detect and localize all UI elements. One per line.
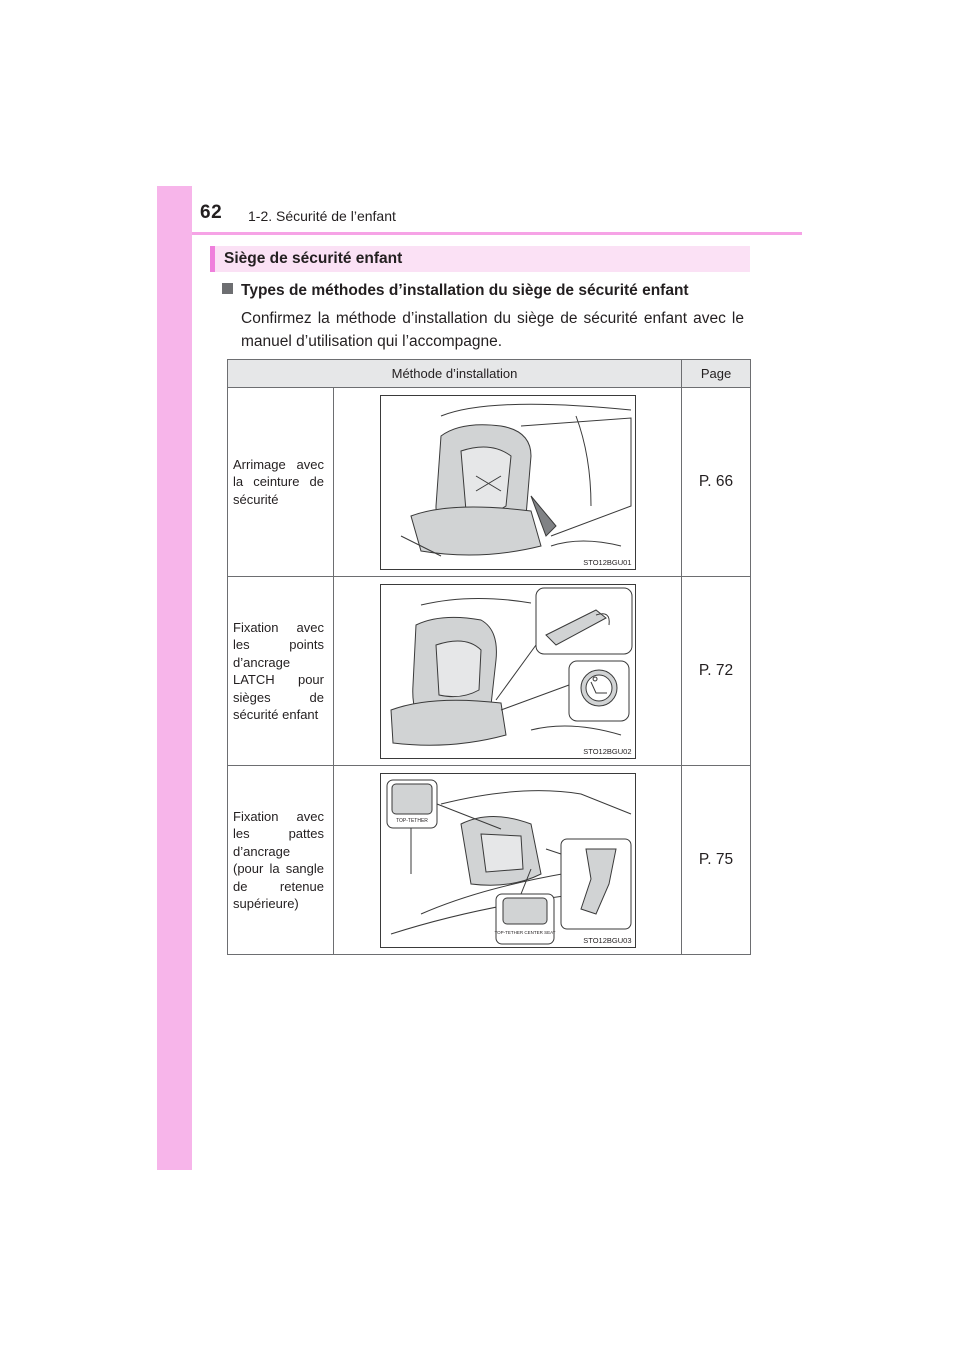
table-row: Fixation avec les pattes d’ancrage (pour… [227, 765, 751, 955]
installation-methods-table: Méthode d’installation Page Arrimage ave… [227, 359, 751, 955]
top-tether-installation-illustration: TOP-TETHER TOP-TETHER CENTER SEAT STO12B… [379, 772, 636, 948]
header-method: Méthode d’installation [227, 359, 682, 388]
method-label: Fixation avec les pattes d’ancrage (pour… [227, 765, 334, 955]
body-paragraph: Confirmez la méthode d’installation du s… [241, 310, 744, 350]
subheading-text: Types de méthodes d’installation du sièg… [241, 282, 689, 299]
section-title: Siège de sécurité enfant [224, 250, 403, 267]
header-rule [192, 232, 802, 235]
image-code: STO12BGU01 [583, 557, 632, 567]
page-reference: P. 66 [681, 387, 751, 577]
page-reference: P. 75 [681, 765, 751, 955]
table-row: Fixation avec les points d’ancrage LATCH… [227, 576, 751, 766]
latch-installation-illustration: STO12BGU02 [379, 583, 636, 759]
top-tether-icon-label: TOP-TETHER [396, 818, 428, 824]
illustration-cell: TOP-TETHER TOP-TETHER CENTER SEAT STO12B… [333, 765, 682, 955]
image-code: STO12BGU03 [583, 935, 632, 945]
page-number: 62 [200, 202, 223, 223]
method-label: Arrimage avec la ceinture de sécurité [227, 387, 334, 577]
section-title-box: Siège de sécurité enfant [210, 246, 750, 272]
method-label: Fixation avec les points d’ancrage LATCH… [227, 576, 334, 766]
table-header-row: Méthode d’installation Page [227, 359, 751, 388]
header-page: Page [681, 359, 751, 388]
sidebar-tab [157, 186, 192, 1170]
section-title-bar [210, 246, 215, 272]
image-code: STO12BGU02 [583, 746, 632, 756]
illustration-cell: STO12BGU01 [333, 387, 682, 577]
table-row: Arrimage avec la ceinture de sécurité ST… [227, 387, 751, 577]
subheading: Types de méthodes d’installation du sièg… [222, 282, 689, 300]
page-reference: P. 72 [681, 576, 751, 766]
illustration-cell: STO12BGU02 [333, 576, 682, 766]
seatbelt-installation-illustration: STO12BGU01 [379, 394, 636, 570]
top-tether-center-icon-label: TOP-TETHER CENTER SEAT [494, 930, 555, 935]
bullet-square-icon [222, 283, 233, 294]
running-header: 1-2. Sécurité de l’enfant [248, 208, 396, 224]
